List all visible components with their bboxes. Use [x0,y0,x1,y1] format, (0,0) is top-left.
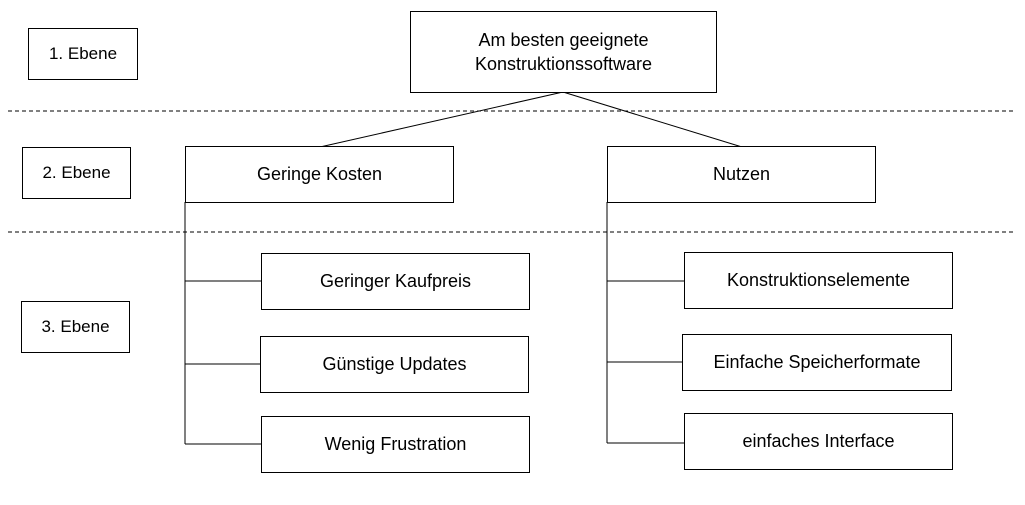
level-label-3-text: 3. Ebene [41,316,110,336]
root-node-line-1: Am besten geeignete [478,29,649,50]
branch-node-right: Nutzen [607,146,876,203]
leaf-node-left-1: Geringer Kaufpreis [261,253,530,310]
connector-root-right [562,91,743,148]
leaf-node-right-2-label: Einfache Speicherformate [713,352,921,373]
branch-node-right-label: Nutzen [712,164,771,185]
root-node: Am besten geeignete Konstruktionssoftwar… [410,11,717,93]
leaf-node-left-2: Günstige Updates [260,336,529,393]
leaf-node-right-1: Konstruktionselemente [684,252,953,309]
level-label-1: 1. Ebene [28,28,138,80]
branch-node-left: Geringe Kosten [185,146,454,203]
level-label-1-text: 1. Ebene [48,43,118,63]
connector-root-left [319,91,564,148]
leaf-node-left-1-label: Geringer Kaufpreis [319,271,472,292]
leaf-node-left-3-label: Wenig Frustration [324,434,467,455]
level-label-3: 3. Ebene [21,301,130,353]
leaf-node-right-2: Einfache Speicherformate [682,334,952,391]
root-node-line-2: Konstruktionssoftware [474,54,653,74]
leaf-node-right-3-label: einfaches Interface [742,431,895,452]
branch-node-left-label: Geringe Kosten [256,164,383,185]
level-label-2-text: 2. Ebene [42,162,111,182]
leaf-node-left-3: Wenig Frustration [261,416,530,473]
leaf-node-right-3: einfaches Interface [684,413,953,470]
leaf-node-left-2-label: Günstige Updates [322,354,467,375]
level-label-2: 2. Ebene [22,147,131,199]
leaf-node-right-1-label: Konstruktionselemente [726,270,911,291]
